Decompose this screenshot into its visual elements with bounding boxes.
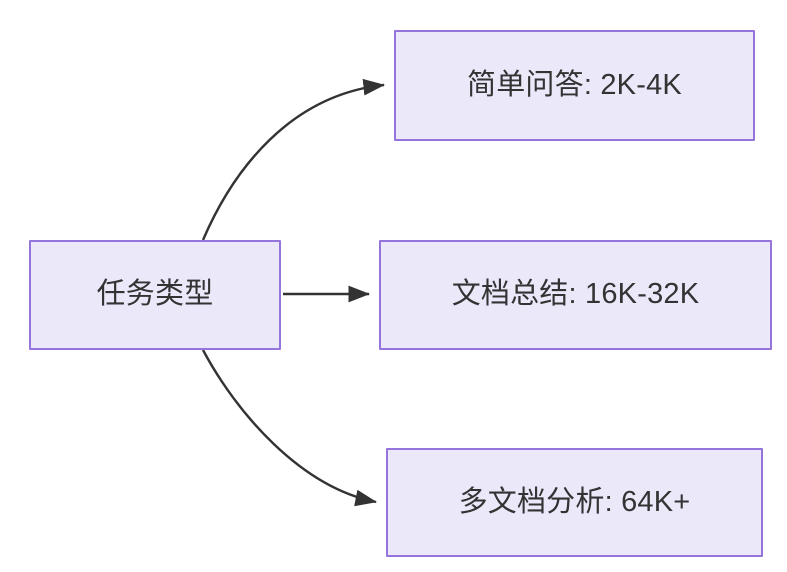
edge-source-to-multi bbox=[201, 349, 377, 507]
node-task-type-label: 任务类型 bbox=[96, 278, 214, 311]
node-multi-doc-analysis-label: 多文档分析: 64K+ bbox=[458, 485, 691, 518]
node-doc-summary[interactable]: 文档总结: 16K-32K bbox=[379, 240, 772, 350]
node-simple-qa-label: 简单问答: 2K-4K bbox=[467, 68, 682, 101]
node-simple-qa[interactable]: 简单问答: 2K-4K bbox=[394, 30, 755, 141]
node-task-type[interactable]: 任务类型 bbox=[29, 240, 281, 350]
node-multi-doc-analysis[interactable]: 多文档分析: 64K+ bbox=[386, 448, 763, 557]
edge-source-to-simple bbox=[201, 78, 385, 241]
node-doc-summary-label: 文档总结: 16K-32K bbox=[451, 278, 700, 311]
